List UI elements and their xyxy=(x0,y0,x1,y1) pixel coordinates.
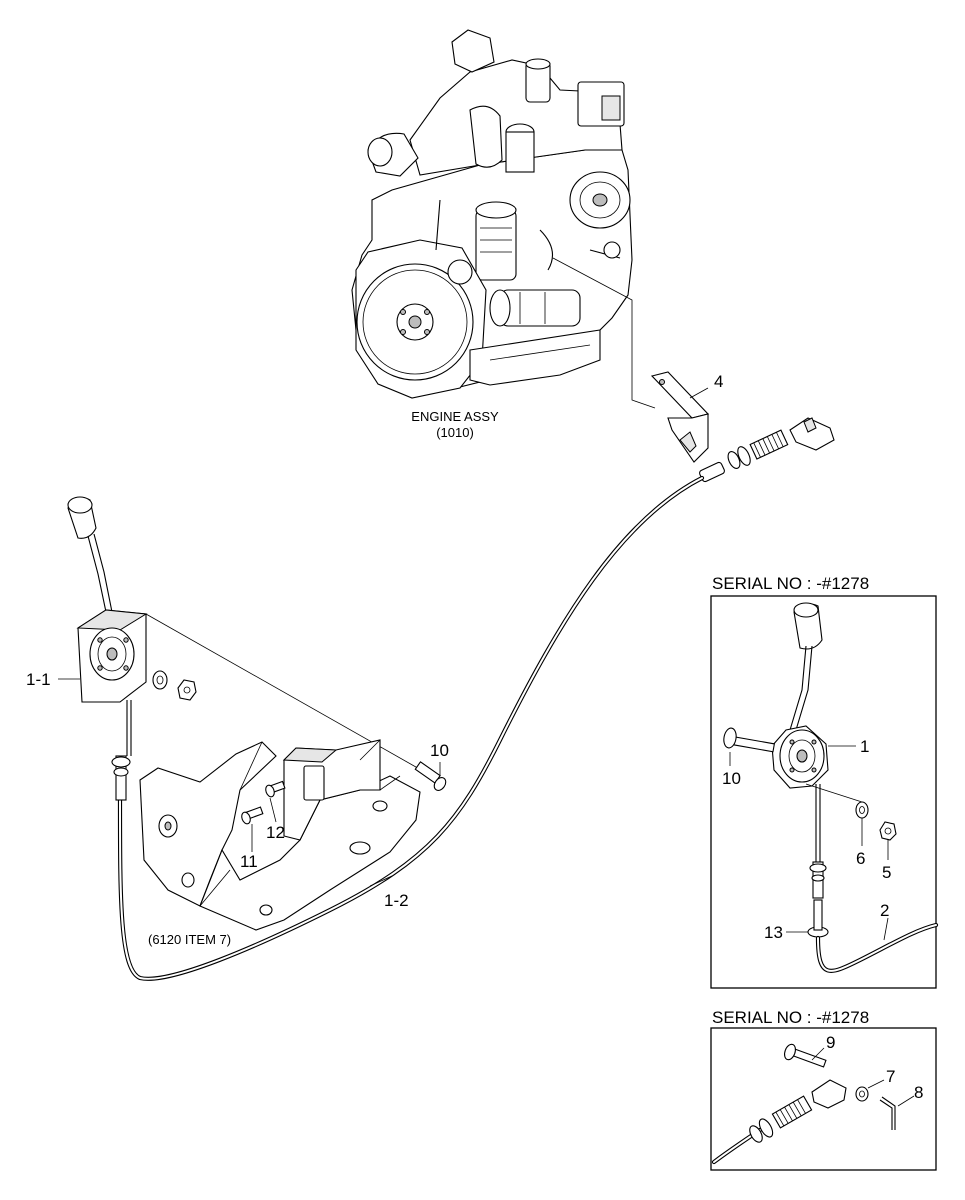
inset-bolt-10 xyxy=(723,727,775,753)
bracket-note: (6120 ITEM 7) xyxy=(148,932,231,947)
control-lever-assembly xyxy=(67,496,148,703)
engine-assy-label: ENGINE ASSY xyxy=(411,409,499,424)
bolt-11 xyxy=(241,806,264,825)
inset-callout-6: 6 xyxy=(856,849,865,868)
washer xyxy=(152,670,168,690)
mounting-bracket xyxy=(139,739,421,931)
nut xyxy=(177,679,197,701)
inset-callout-9: 9 xyxy=(826,1033,835,1052)
inset-top-lever xyxy=(771,602,829,938)
inset-top-title: SERIAL NO : -#1278 xyxy=(712,574,869,593)
inset-cotter-pin-8 xyxy=(879,1099,893,1130)
engine-assy-code: (1010) xyxy=(436,425,474,440)
callout-10: 10 xyxy=(430,741,449,760)
leader-engine-bracket xyxy=(552,257,656,409)
leader-4 xyxy=(689,387,709,399)
callout-1-1: 1-1 xyxy=(26,670,51,689)
leader-1-2 xyxy=(369,875,393,887)
inset-callout-5: 5 xyxy=(882,863,891,882)
engine-assembly-drawing xyxy=(351,29,633,399)
inset-washer-6 xyxy=(855,801,869,819)
inset-callout-10: 10 xyxy=(722,769,741,788)
inset-callout-7: 7 xyxy=(886,1067,895,1086)
bolt-10 xyxy=(414,761,447,791)
inset-leader-7 xyxy=(867,1079,885,1089)
inset-leader-8 xyxy=(897,1095,915,1107)
inset-top-frame xyxy=(710,595,937,989)
leader-12 xyxy=(269,797,277,823)
callout-4: 4 xyxy=(714,372,723,391)
inset-leader-9 xyxy=(811,1047,825,1061)
callout-11: 11 xyxy=(240,852,258,871)
inset-bottom-cable-end xyxy=(711,1043,847,1165)
inset-callout-2: 2 xyxy=(880,901,889,920)
bolt-12 xyxy=(265,780,286,798)
inset-washer-7 xyxy=(855,1086,869,1102)
inset-bottom-frame xyxy=(710,1027,937,1171)
inset-bottom-title: SERIAL NO : -#1278 xyxy=(712,1008,869,1027)
callout-1-2: 1-2 xyxy=(384,891,409,910)
inset-callout-1: 1 xyxy=(860,737,869,756)
cable-end-fitting xyxy=(699,417,835,483)
inset-leader-2 xyxy=(883,917,889,941)
inset-callout-13: 13 xyxy=(764,923,783,942)
cable-bracket xyxy=(650,371,710,463)
cable-sleeve xyxy=(115,755,127,801)
callout-12: 12 xyxy=(266,823,285,842)
leader-lever-bolt xyxy=(145,613,431,776)
inset-callout-8: 8 xyxy=(914,1083,923,1102)
inset-nut-5 xyxy=(879,821,897,841)
